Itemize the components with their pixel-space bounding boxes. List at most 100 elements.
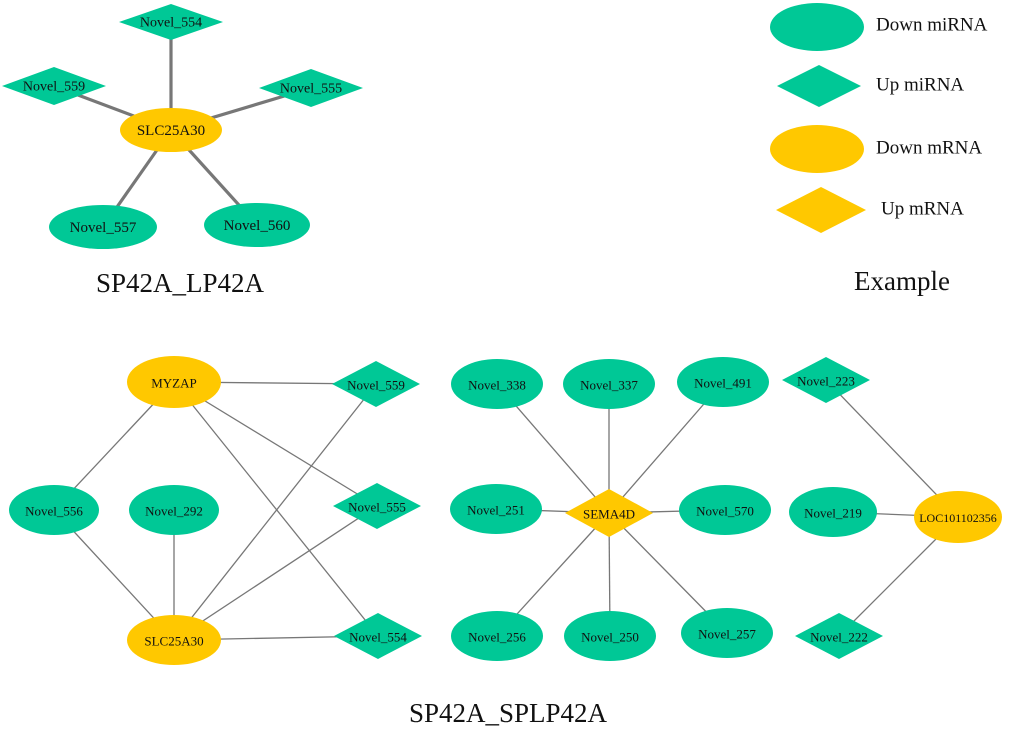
diamond-node-shape: [565, 489, 653, 537]
diamond-node-shape: [334, 613, 422, 659]
legend-swatch-up-mirna: [777, 65, 861, 107]
node-label: Novel_555: [280, 82, 342, 97]
diamond-node-shape: [2, 67, 106, 105]
node-label: Novel_554: [140, 16, 202, 31]
node-novel-555-up-mirna: Novel_555: [333, 483, 421, 529]
caption-sp42a-splp42a: SP42A_SPLP42A: [409, 698, 608, 728]
node-slc25a30-down-mrna: SLC25A30: [120, 108, 222, 152]
node-label: Novel_491: [694, 376, 752, 391]
node-label: Novel_560: [224, 218, 291, 234]
legend-swatch-down-mrna: [770, 125, 864, 173]
node-label: Novel_223: [797, 374, 855, 389]
network-sp42a-splp42a-1: MYZAP SLC25A30 Novel_556 Novel_292 Novel_559…: [9, 356, 422, 665]
node-novel-292-down-mirna: Novel_292: [129, 485, 219, 535]
node-loc101102356-down-mrna: LOC101102356: [914, 491, 1002, 543]
node-label: Novel_555: [348, 500, 406, 515]
edge-sp42a-splp42a-1-2: [173, 381, 379, 637]
node-novel-223-up-mirna: Novel_223: [782, 357, 870, 403]
edge-sp42a-splp42a-1-7: [173, 505, 378, 641]
node-label: Novel_250: [581, 630, 639, 645]
node-label: Novel_338: [468, 378, 526, 393]
node-novel-337-down-mirna: Novel_337: [563, 359, 655, 409]
node-label: Novel_554: [349, 630, 407, 645]
node-novel-250-down-mirna: Novel_250: [564, 611, 656, 661]
caption-example-legend: Example: [854, 266, 950, 296]
node-label: Novel_556: [25, 504, 83, 519]
node-novel-219-down-mirna: Novel_219: [789, 487, 877, 537]
legend-item-up-mirna: Up miRNA: [777, 65, 964, 107]
node-label: Novel_559: [23, 80, 85, 95]
ellipse-node-shape: [120, 108, 222, 152]
diamond-node-shape: [332, 361, 420, 407]
node-label: Novel_222: [810, 630, 868, 645]
ellipse-node-shape: [677, 357, 769, 407]
node-novel-554-up-mirna: Novel_554: [334, 613, 422, 659]
node-novel-559-up-mirna: Novel_559: [332, 361, 420, 407]
legend-swatch-up-mrna: [776, 187, 866, 233]
ellipse-node-shape: [681, 608, 773, 658]
ellipse-node-shape: [563, 359, 655, 409]
node-novel-338-down-mirna: Novel_338: [451, 359, 543, 409]
node-novel-251-down-mirna: Novel_251: [450, 484, 542, 534]
network-sp42a-splp42a-2: SEMA4D Novel_338 Novel_337 Novel_491Novel_2…: [450, 357, 773, 661]
edge-sp42a-splp42a-3-0: [825, 379, 959, 518]
node-novel-559-up-mirna: Novel_559: [2, 67, 106, 105]
node-label: Novel_559: [347, 378, 405, 393]
node-label: SEMA4D: [583, 507, 635, 522]
legend-label-up-mirna: Up miRNA: [876, 75, 964, 96]
node-label: LOC101102356: [919, 511, 997, 525]
ellipse-node-shape: [679, 485, 771, 535]
ellipse-node-shape: [451, 611, 543, 661]
ellipse-node-shape: [789, 487, 877, 537]
node-label: Novel_251: [467, 503, 525, 518]
legend-swatch-down-mirna: [770, 3, 864, 51]
legend-item-down-mrna: Down mRNA: [770, 125, 982, 173]
node-novel-491-down-mirna: Novel_491: [677, 357, 769, 407]
diamond-node-shape: [782, 357, 870, 403]
legend-label-down-mirna: Down miRNA: [876, 15, 988, 36]
node-novel-556-down-mirna: Novel_556: [9, 485, 99, 535]
ellipse-node-shape: [9, 485, 99, 535]
node-slc25a30-down-mrna: SLC25A30: [127, 615, 221, 665]
legend-label-up-mrna: Up mRNA: [881, 199, 964, 220]
node-label: SLC25A30: [137, 123, 205, 139]
node-novel-257-down-mirna: Novel_257: [681, 608, 773, 658]
diamond-node-shape: [795, 613, 883, 659]
ellipse-node-shape: [564, 611, 656, 661]
ellipse-node-shape: [127, 615, 221, 665]
legend-item-down-mirna: Down miRNA: [770, 3, 988, 51]
node-novel-222-up-mirna: Novel_222: [795, 613, 883, 659]
node-novel-557-down-mirna: Novel_557: [49, 205, 157, 249]
node-sema4d-up-mrna: SEMA4D: [565, 489, 653, 537]
node-novel-554-up-mirna: Novel_554: [119, 4, 223, 40]
ellipse-node-shape: [204, 203, 310, 247]
ellipse-node-shape: [49, 205, 157, 249]
node-label: Novel_219: [804, 506, 862, 521]
node-label: Novel_557: [70, 220, 137, 236]
ellipse-node-shape: [129, 485, 219, 535]
ellipse-node-shape: [914, 491, 1002, 543]
ellipse-node-shape: [127, 356, 221, 408]
node-label: Novel_570: [696, 504, 754, 519]
node-label: Novel_257: [698, 627, 756, 642]
diamond-node-shape: [119, 4, 223, 40]
edge-sp42a-splp42a-1-1: [173, 381, 378, 507]
node-label: Novel_292: [145, 504, 203, 519]
node-novel-256-down-mirna: Novel_256: [451, 611, 543, 661]
ellipse-node-shape: [450, 484, 542, 534]
node-label: Novel_256: [468, 630, 526, 645]
node-myzap-down-mrna: MYZAP: [127, 356, 221, 408]
diamond-node-shape: [333, 483, 421, 529]
node-label: SLC25A30: [144, 634, 203, 649]
ellipse-node-shape: [451, 359, 543, 409]
diamond-node-shape: [259, 69, 363, 107]
caption-sp42a-lp42a: SP42A_LP42A: [96, 268, 265, 298]
legend-item-up-mrna: Up mRNA: [776, 187, 964, 233]
legend-label-down-mrna: Down mRNA: [876, 138, 982, 159]
node-label: MYZAP: [151, 376, 197, 391]
node-novel-555-up-mirna: Novel_555: [259, 69, 363, 107]
